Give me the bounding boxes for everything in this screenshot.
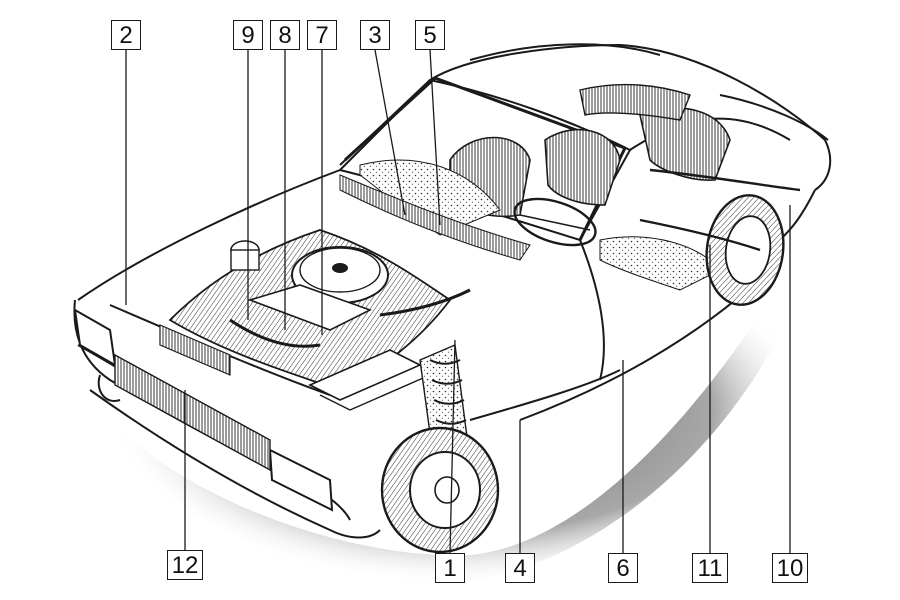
- callout-4: 4: [505, 553, 535, 583]
- callout-5: 5: [415, 20, 445, 50]
- interior: [359, 83, 731, 291]
- engine-bay: [159, 229, 471, 411]
- front-wheel: [380, 426, 500, 554]
- callout-12: 12: [167, 550, 203, 580]
- rear-axle: [639, 168, 801, 252]
- rear-wheel: [705, 194, 785, 306]
- cowl-vent: [339, 174, 531, 261]
- callout-10: 10: [772, 553, 808, 583]
- ground-shadow: [110, 240, 820, 586]
- leader-lines: [125, 49, 791, 554]
- callout-7: 7: [307, 20, 337, 50]
- callout-9: 9: [233, 20, 263, 50]
- callout-8: 8: [270, 20, 300, 50]
- grille: [114, 353, 271, 472]
- callout-11: 11: [692, 553, 728, 583]
- callout-2: 2: [111, 20, 141, 50]
- callout-3: 3: [360, 20, 390, 50]
- callout-1: 1: [435, 553, 465, 583]
- callout-6: 6: [608, 553, 638, 583]
